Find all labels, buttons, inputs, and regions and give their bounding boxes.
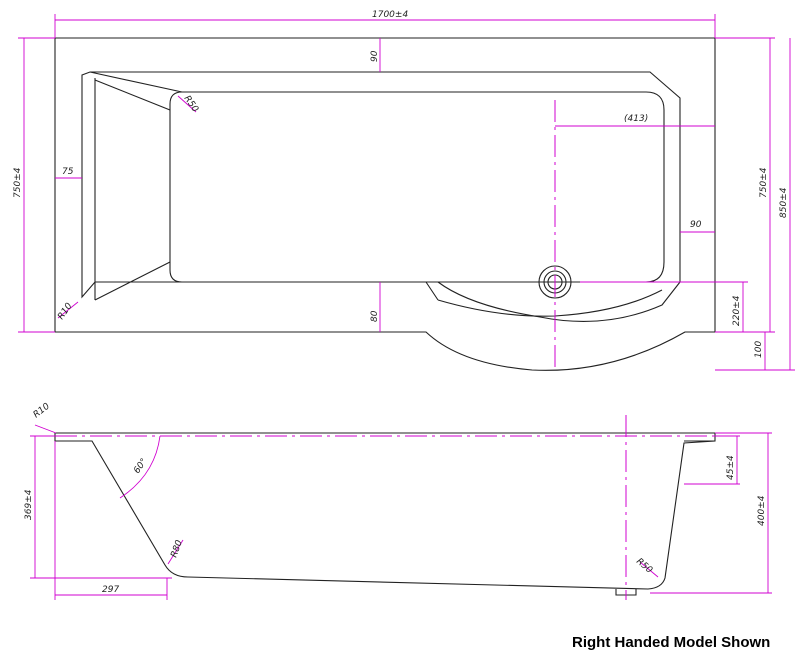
dim-rim-thickness: 45±4: [726, 455, 736, 480]
dim-screen-extension: 100: [754, 341, 764, 358]
dim-overall-length: 1700±4: [372, 10, 408, 20]
dim-height-right: 400±4: [757, 495, 767, 526]
plan-slope-line-top: [94, 79, 171, 111]
dim-bottom-rim: 80: [370, 310, 380, 322]
dim-corner-radius-outer: R10: [56, 301, 75, 321]
dim-corner-radius-inner: R50: [182, 94, 201, 114]
plan-screen-step: [425, 281, 439, 301]
dim-left-rim: 75: [62, 167, 74, 177]
plan-dimensions: 1700±4 750±4 90 75 (413) 90 80 750±4 850…: [13, 10, 795, 371]
plan-outer-rim: [54, 37, 716, 371]
plan-slope-line-bottom: [94, 261, 171, 301]
dim-width-left: 750±4: [13, 167, 23, 198]
dim-base-radius-left: R80: [169, 539, 185, 559]
dim-top-rim: 90: [370, 50, 380, 62]
dim-base-length: 297: [102, 585, 119, 595]
model-caption: Right Handed Model Shown: [572, 634, 771, 651]
plan-view: [54, 37, 716, 371]
side-bath-profile: [54, 432, 716, 590]
dim-side-rim-radius: R10: [32, 401, 52, 420]
dim-width-right-overall: 850±4: [779, 187, 789, 218]
plan-screen-curve-inner: [437, 289, 663, 317]
dim-width-right-inner: 750±4: [759, 167, 769, 198]
dim-base-radius-right: R50: [634, 557, 654, 576]
plan-slope-line-top-outer: [89, 71, 183, 93]
side-dimensions: R10 60° 369±4 297 R80 R50 45±4 400±4: [24, 401, 772, 600]
dim-right-rim: 90: [690, 220, 702, 230]
plan-basin-floor: [169, 91, 665, 283]
dim-end-angle: 60°: [132, 457, 149, 476]
dim-height-left: 369±4: [24, 489, 34, 520]
dim-waste-offset: (413): [624, 114, 648, 124]
plan-waste-outer: [538, 265, 572, 299]
plan-inner-rim: [81, 71, 681, 322]
dim-waste-to-edge: 220±4: [732, 295, 742, 326]
side-view: [54, 432, 716, 596]
